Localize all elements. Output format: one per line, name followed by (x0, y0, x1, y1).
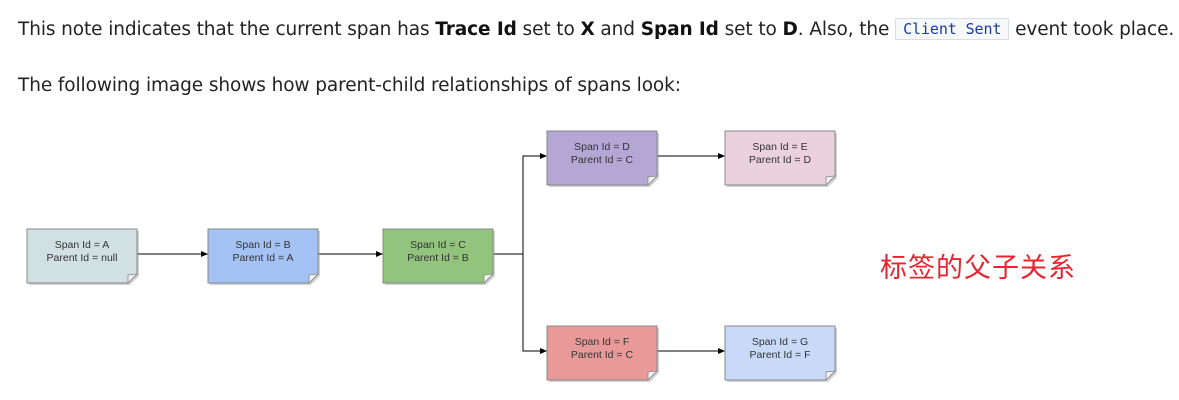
text-run: and (594, 19, 641, 40)
node-parent-id-label: Parent Id = A (232, 252, 293, 264)
node-span-id-label: Span Id = F (575, 336, 630, 348)
node-fold (308, 273, 320, 284)
node-parent-id-label: Parent Id = F (750, 349, 811, 361)
node-parent-id-label: Parent Id = D (749, 154, 812, 166)
trace-id-term: Trace Id (435, 19, 517, 40)
node-fold (825, 370, 837, 381)
relationship-annotation: 标签的父子关系 (880, 253, 1076, 284)
span-id-value: D (782, 19, 798, 40)
trace-id-value: X (580, 19, 595, 40)
text-run: . Also, the (797, 19, 896, 40)
node-parent-id-label: Parent Id = B (407, 252, 469, 264)
node-parent-id-label: Parent Id = null (47, 252, 118, 264)
node-parent-id-label: Parent Id = C (571, 154, 634, 166)
edge-c-d (493, 153, 547, 255)
node-span-id-label: Span Id = E (752, 141, 807, 153)
node-span-id-label: Span Id = G (752, 336, 808, 348)
edges-layer (137, 153, 725, 354)
node-span-id-label: Span Id = C (410, 239, 466, 251)
node-span-id-label: Span Id = D (574, 141, 630, 153)
diagram-caption-paragraph: The following image shows how parent-chi… (18, 75, 681, 96)
node-fold (483, 273, 495, 284)
node-fold (127, 273, 139, 284)
text-run: This note indicates that the current spa… (18, 19, 436, 40)
text-run: event took place. (1009, 19, 1175, 40)
client-sent-code: Client Sent (895, 18, 1010, 40)
intro-paragraph: This note indicates that the current spa… (18, 18, 1174, 42)
text-run: set to (516, 19, 581, 40)
node-fold (647, 370, 659, 381)
text-run: set to (718, 19, 783, 40)
node-span-id-label: Span Id = B (235, 239, 290, 251)
node-fold (825, 175, 837, 186)
node-parent-id-label: Parent Id = C (571, 349, 634, 361)
node-span-id-label: Span Id = A (55, 239, 110, 251)
span-id-term: Span Id (640, 19, 719, 40)
node-fold (647, 175, 659, 186)
edge-c-f (493, 253, 547, 354)
